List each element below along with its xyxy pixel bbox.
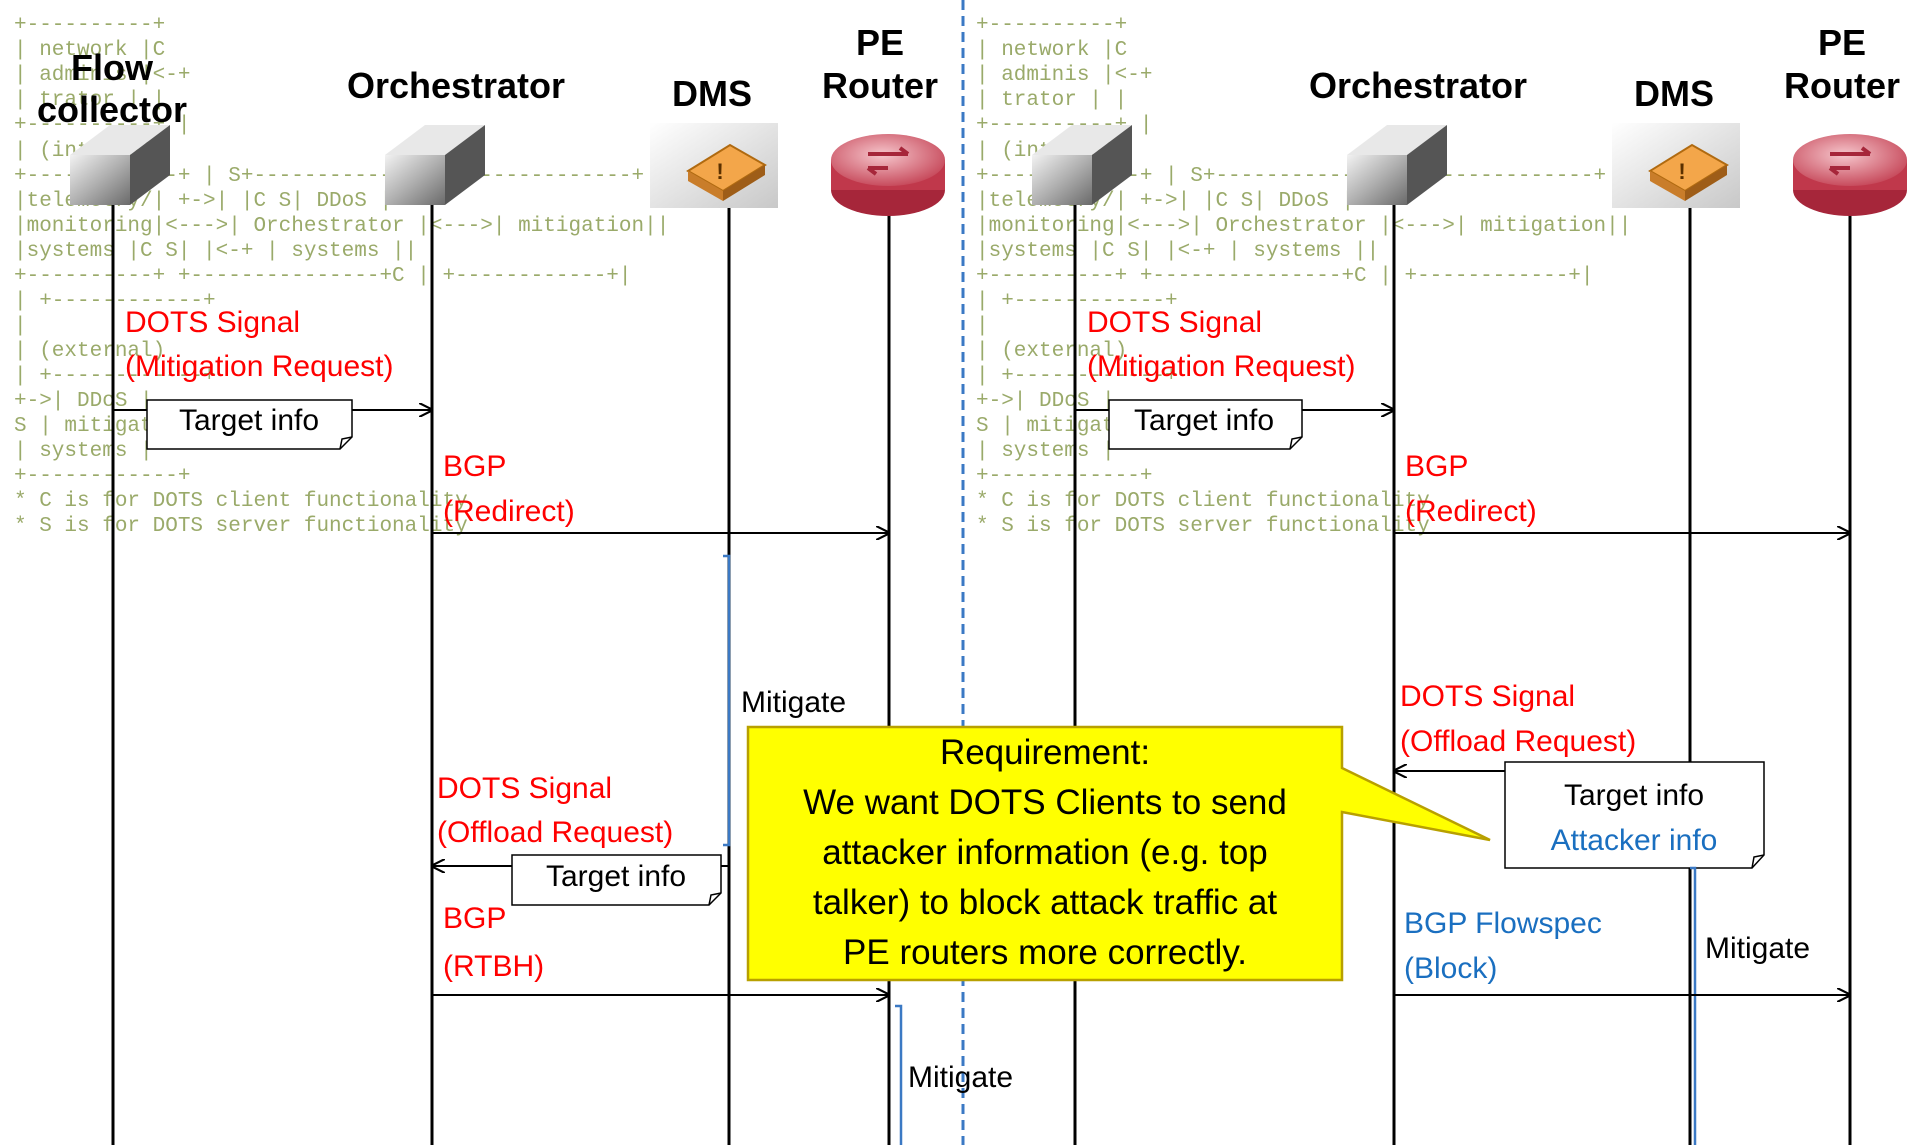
note-target-info: Target info [511, 854, 722, 906]
requirement-callout: Requirement: We want DOTS Clients to sen… [746, 725, 1491, 982]
ascii-line: | (external) [976, 340, 1127, 363]
ascii-line: | adminis |<-+ [976, 64, 1152, 87]
callout-line: We want DOTS Clients to send [803, 783, 1287, 822]
note-target-info-label: Target info [1134, 404, 1274, 437]
actor-label-pe-router: PE [856, 22, 904, 63]
msg-mitigate-dms: Mitigate [1705, 932, 1810, 965]
msg-dots-signal: DOTS Signal [125, 306, 300, 339]
router-icon [831, 134, 945, 216]
ascii-line: | +------------+ [976, 365, 1178, 388]
ascii-line: | trator | | [14, 89, 165, 112]
msg-bgp-flowspec: BGP Flowspec [1404, 907, 1602, 940]
note-target-info-label: Target info [1564, 779, 1704, 812]
msg-offload-request: (Offload Request) [1400, 725, 1636, 758]
actor-label-dms: DMS [1634, 73, 1714, 114]
msg-dots-signal: DOTS Signal [1087, 306, 1262, 339]
ascii-line: +----------+ [976, 14, 1127, 37]
exclamation-glyph: ! [1678, 159, 1685, 184]
callout-line: PE routers more correctly. [843, 933, 1247, 972]
ascii-line: | systems | [976, 440, 1115, 463]
note-attacker-info-label: Attacker info [1551, 824, 1718, 857]
msg-bgp: BGP [443, 902, 506, 935]
left-panel-messages: DOTS Signal (Mitigation Request) Target … [113, 306, 1013, 1145]
actor-label-orchestrator: Orchestrator [1309, 65, 1527, 106]
router-icon [1793, 134, 1907, 216]
msg-mitigation-request: (Mitigation Request) [1087, 350, 1355, 383]
ascii-line: +------------+ | S+---------------+ +---… [976, 165, 1606, 188]
server-icon [385, 125, 485, 205]
ascii-line: * C is for DOTS client functionality [14, 490, 468, 513]
note-target-info: Target info [146, 399, 353, 450]
dms-mitigation-bracket [1690, 866, 1697, 1145]
msg-dots-signal: DOTS Signal [437, 772, 612, 805]
dms-warning-icon: ! [650, 123, 778, 208]
ascii-line: | +------------+ [14, 290, 216, 313]
msg-bgp: BGP [443, 450, 506, 483]
msg-block: (Block) [1404, 952, 1497, 985]
ascii-line: +->| DDoS | [14, 390, 153, 413]
msg-rtbh: (RTBH) [443, 950, 544, 983]
msg-offload-request: (Offload Request) [437, 816, 673, 849]
msg-bgp: BGP [1405, 450, 1468, 483]
ascii-line: +------------+ [976, 465, 1152, 488]
ascii-line: |monitoring|<--->| Orchestrator |<--->| … [976, 215, 1631, 238]
actor-label-dms: DMS [672, 73, 752, 114]
right-panel-messages: DOTS Signal (Mitigation Request) Target … [1075, 306, 1850, 1145]
actor-label-pe-router: Router [1784, 65, 1900, 106]
ascii-line: |monitoring|<--->| Orchestrator |<--->| … [14, 215, 669, 238]
msg-mitigate-dms: Mitigate [741, 686, 846, 719]
actor-label-pe-router: Router [822, 65, 938, 106]
ascii-line: +----------+ [14, 14, 165, 37]
pe-mitigation-bracket [895, 1004, 903, 1145]
ascii-line: +----------+ +---------------+C | +-----… [14, 265, 632, 288]
ascii-line: | (external) [14, 340, 165, 363]
ascii-background-left: +----------+ | network |C | adminis |<-+… [14, 14, 669, 538]
callout-line: talker) to block attack traffic at [813, 883, 1278, 922]
note-target-attacker-info: Target info Attacker info [1504, 761, 1765, 869]
ascii-line: | systems | [14, 440, 153, 463]
server-icon [1347, 125, 1447, 205]
ascii-line: | +------------+ [14, 365, 216, 388]
ascii-line: | adminis |<-+ [14, 64, 190, 87]
server-icon [1032, 125, 1132, 205]
note-target-info-label: Target info [546, 860, 686, 893]
actor-label-orchestrator: Orchestrator [347, 65, 565, 106]
note-target-info-label: Target info [179, 404, 319, 437]
actor-label-flow-collector: Flow [71, 47, 154, 88]
callout-line: Requirement: [940, 733, 1150, 772]
ascii-line: * S is for DOTS server functionality [14, 515, 468, 538]
ascii-line: +------------+ [14, 465, 190, 488]
ascii-line: * S is for DOTS server functionality [976, 515, 1430, 538]
msg-mitigate-pe: Mitigate [908, 1061, 1013, 1094]
ascii-line: |systems |C S| |<-+ | systems || [976, 240, 1379, 263]
ascii-line: +->| DDoS | [976, 390, 1115, 413]
callout-line: attacker information (e.g. top [822, 833, 1268, 872]
ascii-line: * C is for DOTS client functionality [976, 490, 1430, 513]
ascii-line: | trator | | [976, 89, 1127, 112]
ascii-line: |systems |C S| |<-+ | systems || [14, 240, 417, 263]
dms-warning-icon: ! [1612, 123, 1740, 208]
ascii-line: | [976, 315, 989, 338]
ascii-line: | network |C [976, 39, 1127, 62]
msg-mitigation-request: (Mitigation Request) [125, 350, 393, 383]
server-icon [70, 125, 170, 205]
ascii-line: | +------------+ [976, 290, 1178, 313]
msg-redirect: (Redirect) [1405, 495, 1537, 528]
ascii-line: +----------+ +---------------+C | +-----… [976, 265, 1594, 288]
ascii-line: | network |C [14, 39, 165, 62]
msg-dots-signal: DOTS Signal [1400, 680, 1575, 713]
exclamation-glyph: ! [716, 159, 723, 184]
dms-mitigation-bracket [723, 554, 731, 847]
ascii-line: | [14, 315, 27, 338]
actor-label-pe-router: PE [1818, 22, 1866, 63]
msg-redirect: (Redirect) [443, 495, 575, 528]
ascii-line: +------------+ | S+---------------+ +---… [14, 165, 644, 188]
actor-label-flow-collector: collector [37, 89, 187, 130]
note-target-info: Target info [1108, 399, 1303, 450]
